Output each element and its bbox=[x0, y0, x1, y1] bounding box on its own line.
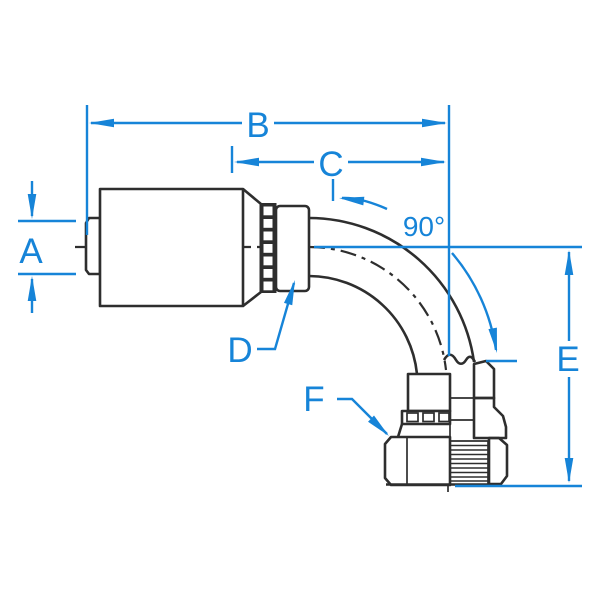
hose-crimp-shell bbox=[84, 187, 262, 308]
section-hatch-flare bbox=[472, 396, 508, 440]
leader-d-label: D bbox=[227, 331, 252, 370]
swivel-nut-assembly bbox=[383, 359, 509, 487]
dimension-c: C bbox=[230, 145, 446, 184]
serration-collar bbox=[259, 203, 277, 293]
hex-nut bbox=[383, 435, 452, 487]
dimension-c-label: C bbox=[318, 145, 343, 184]
threads bbox=[450, 440, 489, 484]
dimension-b: B bbox=[85, 105, 451, 356]
section-hatch-nut bbox=[487, 436, 509, 486]
dimension-angle: 90° bbox=[331, 179, 517, 363]
leader-f-label: F bbox=[303, 380, 324, 419]
dimension-a: A bbox=[18, 181, 76, 313]
leader-d: D bbox=[227, 278, 300, 370]
dimension-e: E bbox=[314, 245, 582, 488]
angle-label: 90° bbox=[403, 211, 445, 242]
leader-f: F bbox=[303, 380, 392, 440]
dimension-a-label: A bbox=[19, 232, 43, 271]
tube-break-line bbox=[442, 353, 477, 366]
section-hatch-upper bbox=[472, 359, 496, 400]
nipple-hex bbox=[274, 204, 311, 293]
dimension-b-label: B bbox=[246, 106, 269, 145]
dimension-e-label: E bbox=[556, 340, 579, 379]
